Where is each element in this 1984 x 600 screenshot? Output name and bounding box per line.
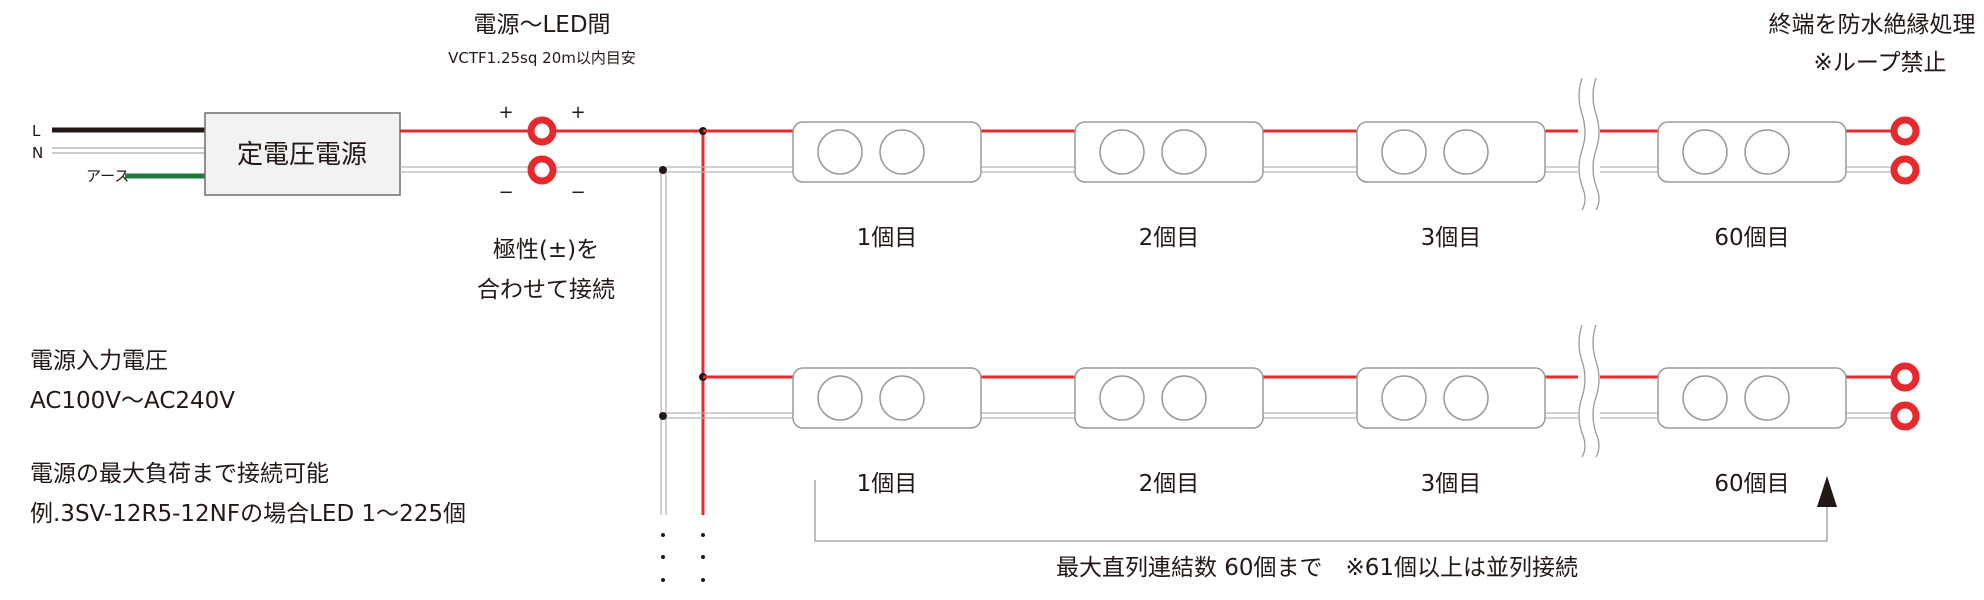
series-span-bracket [814, 476, 1837, 542]
neutral-label: N [32, 144, 43, 162]
row1-break-mark-icon [1592, 77, 1600, 211]
junction-dot [659, 412, 667, 420]
continuation-dot [661, 555, 665, 559]
earth-label: アース [86, 167, 129, 185]
continuation-dot [661, 533, 665, 537]
module-label: 3個目 [1421, 471, 1482, 497]
junction-dot [659, 166, 667, 174]
row2-break-mark-icon [1578, 324, 1586, 458]
polarity-note-line2: 合わせて接続 [477, 277, 615, 303]
led-module-icon [1657, 367, 1847, 429]
max-load-note: 電源の最大負荷まで接続可能 [30, 461, 329, 487]
module-label: 60個目 [1714, 471, 1789, 497]
end-treatment-label: 終端を防水絶縁処理 [1769, 12, 1976, 38]
row1-break-gap [1578, 75, 1600, 210]
polarity-note-line1: 極性(±)を [493, 237, 599, 263]
psu-terminals: + + − − [498, 102, 585, 203]
end-terminal-positive-icon [1890, 362, 1920, 392]
minus-sign-left: − [498, 182, 513, 203]
span-bracket-line [814, 480, 1828, 542]
led-module-icon [1356, 367, 1546, 429]
input-voltage-label: 電源入力電圧 [30, 348, 168, 374]
module-label: 2個目 [1139, 225, 1200, 251]
led-module-icon [1074, 367, 1264, 429]
continuation-dot [661, 578, 665, 582]
input-voltage-value: AC100V〜AC240V [30, 388, 235, 414]
led-module-icon [792, 367, 982, 429]
minus-sign-right: − [570, 182, 585, 203]
continuation-dot [701, 555, 705, 559]
terminal-positive-icon [527, 116, 557, 146]
plus-sign-right: + [570, 102, 585, 123]
module-label: 1個目 [857, 225, 918, 251]
terminal-negative-icon [527, 155, 557, 185]
cable-section-title: 電源〜LED間 [473, 12, 610, 38]
end-terminal-negative-icon [1890, 401, 1920, 431]
max-series-note: 最大直列連結数 60個まで ※61個以上は並列接続 [1056, 555, 1578, 581]
led-row-2: 1個目 2個目 3個目 60個目 [666, 322, 1920, 497]
power-supply-box [204, 112, 401, 196]
end-terminal-positive-icon [1890, 116, 1920, 146]
power-supply-label: 定電圧電源 [237, 140, 367, 170]
row2-break-mark-icon [1592, 324, 1600, 458]
power-supply: 定電圧電源 [204, 112, 401, 196]
row1-break-mark-icon [1578, 77, 1586, 211]
led-module-icon [1074, 121, 1264, 183]
plus-sign-left: + [498, 102, 513, 123]
row2-break-gap [1578, 322, 1600, 457]
led-module-icon [1657, 121, 1847, 183]
cable-spec: VCTF1.25sq 20m以内目安 [448, 49, 636, 67]
led-row-1: 1個目 2個目 3個目 60個目 [666, 75, 1920, 251]
continuation-dot [701, 578, 705, 582]
module-label: 1個目 [857, 471, 918, 497]
led-module-icon [1356, 121, 1546, 183]
module-label: 60個目 [1714, 225, 1789, 251]
module-label: 2個目 [1139, 471, 1200, 497]
led-module-icon [792, 121, 982, 183]
arrow-up-icon [1817, 476, 1837, 507]
module-label: 3個目 [1421, 225, 1482, 251]
input-wires: L N アース [32, 122, 205, 185]
continuation-dot [701, 533, 705, 537]
max-load-example: 例.3SV-12R5-12NFの場合LED 1〜225個 [30, 501, 466, 527]
live-label: L [32, 122, 41, 140]
no-loop-label: ※ループ禁止 [1814, 50, 1947, 76]
end-terminal-negative-icon [1890, 155, 1920, 185]
